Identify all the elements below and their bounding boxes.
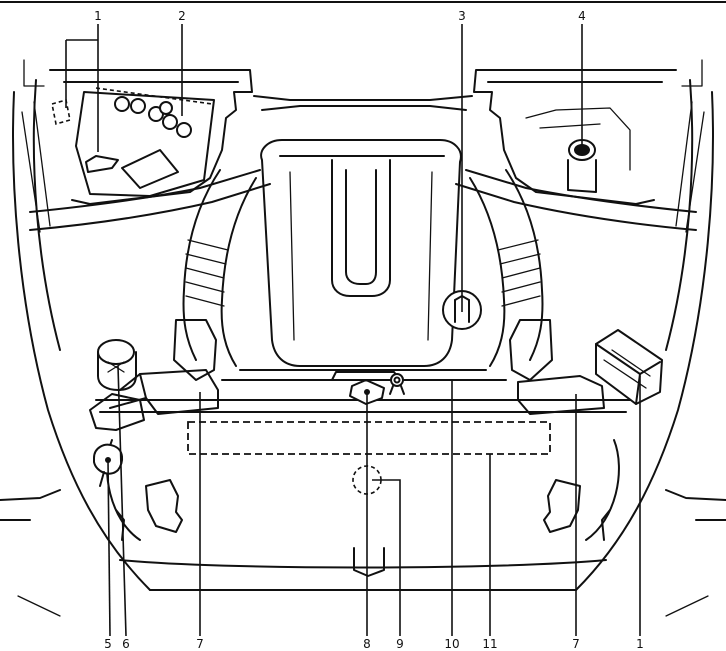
strut-bracket-right (517, 375, 605, 415)
callout-3: 3 (458, 9, 466, 23)
callout-2: 2 (178, 9, 186, 23)
callout-11: 11 (482, 637, 497, 651)
brake-fluid-reservoir (525, 107, 631, 193)
coolant-reservoir (89, 339, 145, 431)
callout-1-bottom: 1 (636, 637, 644, 651)
radiator-area (187, 421, 551, 455)
dipstick-ring (389, 373, 405, 395)
callout-5: 5 (104, 637, 112, 651)
callout-1-top: 1 (94, 9, 102, 23)
battery (75, 87, 215, 197)
right-intake-duct (469, 169, 553, 381)
strut-bracket-left (109, 369, 219, 415)
callout-leaders (65, 24, 641, 637)
washer-fluid-cap (93, 443, 124, 487)
left-intake-duct (173, 169, 257, 381)
fuse-link-box-top (51, 98, 71, 126)
callout-7-left: 7 (196, 637, 204, 651)
callout-9: 9 (396, 637, 404, 651)
callout-7-right: 7 (572, 637, 580, 651)
fuse-box-right (595, 329, 663, 405)
callout-6: 6 (122, 637, 130, 651)
callout-8: 8 (363, 637, 371, 651)
engine-cover (221, 139, 507, 381)
vehicle-body-outline (0, 59, 726, 617)
callout-4: 4 (578, 9, 586, 23)
callout-10: 10 (444, 637, 459, 651)
